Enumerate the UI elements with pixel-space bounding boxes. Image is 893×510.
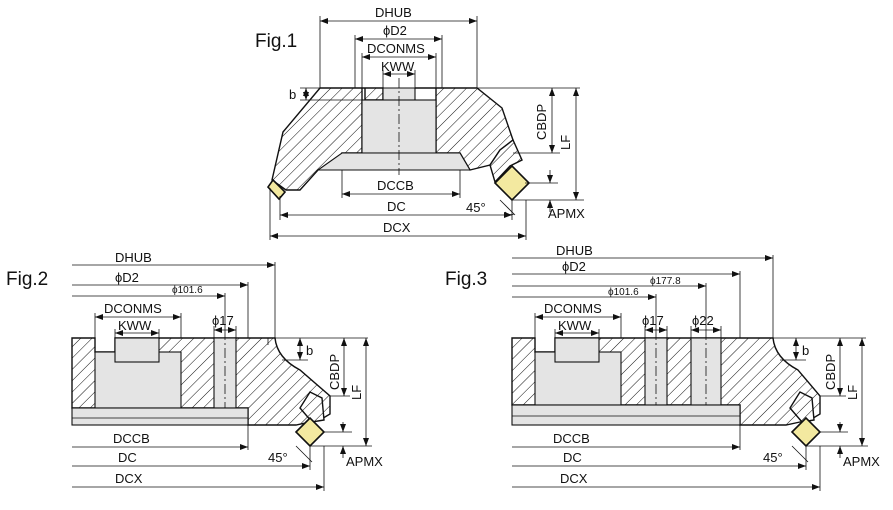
- fig2-label-dccb: DCCB: [113, 431, 150, 446]
- fig3-label-d22: ϕ22: [692, 313, 714, 328]
- fig3-label-angle: 45°: [763, 450, 783, 465]
- fig1-label-dcx: DCX: [383, 220, 411, 235]
- fig3-insert-pocket: [789, 391, 815, 423]
- fig1-center-bore: [361, 99, 437, 154]
- fig3-label-d2: ϕD2: [562, 259, 586, 274]
- fig1-label-dconms: DCONMS: [367, 41, 425, 56]
- fig1-label-apmx: APMX: [548, 206, 585, 221]
- fig2-label-lf: LF: [349, 385, 364, 400]
- fig2-label-dcx: DCX: [115, 471, 143, 486]
- fig2-angle-line: [295, 445, 313, 463]
- fig1-insert-pocket: [489, 138, 523, 184]
- figure-3: Fig.3 DHUB ϕD2 ϕ177.8 ϕ101.6 DCONMS KWW: [445, 243, 880, 491]
- fig2-label-dconms: DCONMS: [104, 301, 162, 316]
- fig1-label-d2: ϕD2: [383, 23, 407, 38]
- fig3-label-lf: LF: [845, 385, 860, 400]
- fig1-angle-line: [499, 199, 516, 216]
- fig2-label-dc: DC: [118, 450, 137, 465]
- fig1-label-lf: LF: [558, 135, 573, 150]
- fig1-angle-arc: [504, 211, 515, 216]
- fig2-label-kww: KWW: [118, 318, 152, 333]
- fig1-label-dhub: DHUB: [375, 5, 412, 20]
- fig1-lower-bore: [316, 152, 471, 171]
- figure-1: Fig.1 DHUB ϕD2 DCONMS KWW: [255, 5, 585, 240]
- fig3-label-b: b: [802, 343, 809, 358]
- fig2-label-cbdp: CBDP: [327, 354, 342, 390]
- fig3-label-dc: DC: [563, 450, 582, 465]
- fig1-label-cbdp: CBDP: [534, 104, 549, 140]
- fig1-label-kww: KWW: [381, 59, 415, 74]
- fig1-insert-left: [266, 178, 287, 201]
- fig3-label-d1778: ϕ177.8: [650, 276, 681, 287]
- fig3-label-dcx: DCX: [560, 471, 588, 486]
- fig3-label-d17: ϕ17: [642, 313, 664, 328]
- fig3-angle-line: [791, 445, 809, 463]
- fig3-title: Fig.3: [445, 269, 487, 290]
- fig2-label-b: b: [306, 343, 313, 358]
- fig2-title: Fig.2: [6, 269, 48, 290]
- fig2-label-angle: 45°: [268, 450, 288, 465]
- fig2-label-d2: ϕD2: [115, 270, 139, 285]
- fig1-label-angle: 45°: [466, 200, 486, 215]
- fig2-label-d17: ϕ17: [212, 313, 234, 328]
- fig2-label-d1016: ϕ101.6: [172, 285, 203, 296]
- fig2-label-apmx: APMX: [346, 454, 383, 469]
- fig2-keyway: [114, 337, 160, 363]
- figure-2: Fig.2 DHUB ϕD2 ϕ101.6 DCONMS KWW: [6, 250, 383, 491]
- fig1-label-dc: DC: [387, 199, 406, 214]
- fig1-title: Fig.1: [255, 31, 297, 52]
- fig1-label-dccb: DCCB: [377, 178, 414, 193]
- fig3-label-dhub: DHUB: [556, 243, 593, 258]
- fig3-label-d1016: ϕ101.6: [608, 287, 639, 298]
- fig2-label-dhub: DHUB: [115, 250, 152, 265]
- fig1-label-b: b: [289, 87, 296, 102]
- fig3-label-cbdp: CBDP: [823, 354, 838, 390]
- fig2-lower-bore: [71, 407, 249, 426]
- fig3-label-dccb: DCCB: [553, 431, 590, 446]
- fig3-lower-bore: [511, 404, 741, 426]
- fig3-label-apmx: APMX: [843, 454, 880, 469]
- fig3-label-dconms: DCONMS: [544, 301, 602, 316]
- fig3-keyway: [554, 337, 600, 363]
- fig3-label-kww: KWW: [558, 318, 592, 333]
